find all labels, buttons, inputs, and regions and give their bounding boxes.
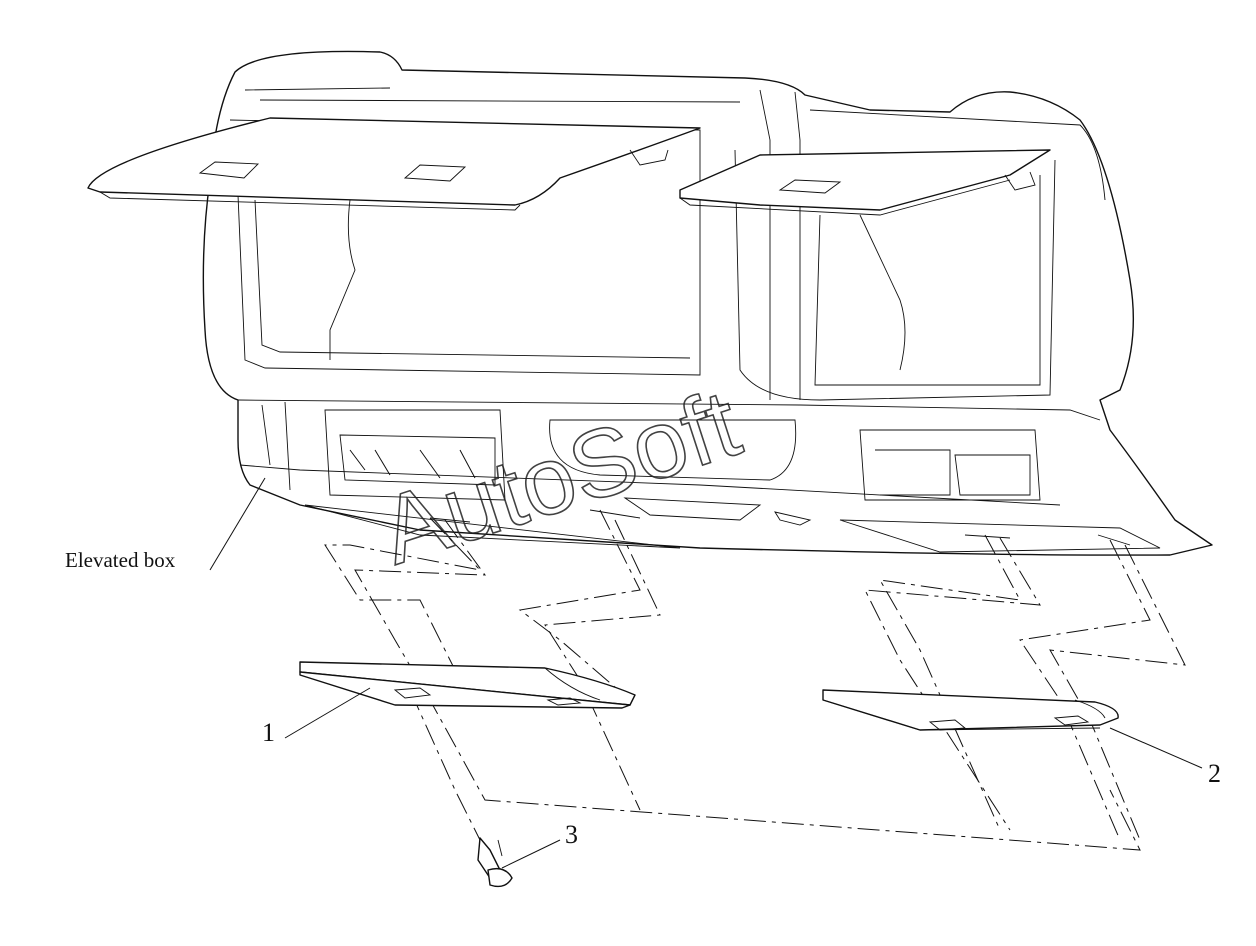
cover-plate-2 bbox=[822, 689, 1119, 731]
push-clip-3 bbox=[477, 837, 513, 888]
cover-plate-1 bbox=[299, 661, 636, 709]
label-part-2: 2 bbox=[1208, 759, 1221, 788]
left-lid bbox=[87, 117, 701, 211]
right-lid bbox=[679, 149, 1051, 216]
leader-elevated-box bbox=[209, 477, 266, 571]
label-part-1: 1 bbox=[262, 718, 275, 747]
leader-part-2 bbox=[1109, 727, 1203, 769]
leader-part-3 bbox=[501, 839, 561, 869]
leader-part-1 bbox=[284, 687, 371, 739]
label-elevated-box: Elevated box bbox=[65, 548, 176, 572]
label-part-3: 3 bbox=[565, 820, 578, 849]
